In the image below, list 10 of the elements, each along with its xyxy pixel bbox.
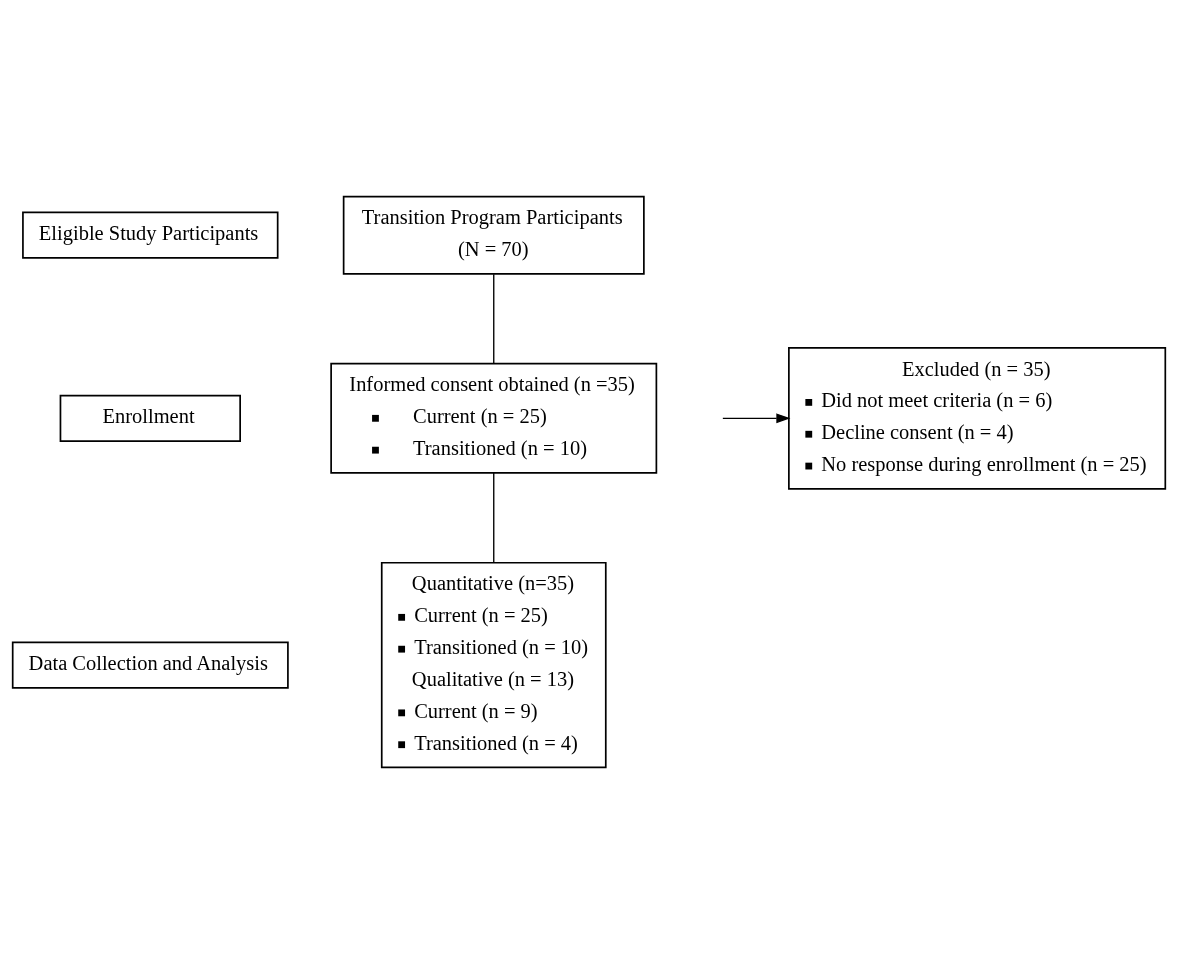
node-box: Eligible Study Participants: [22, 211, 279, 259]
node-box: Excluded (n = 35) Did not meet criteria (n = 6) Decline consent (n = 4) No response during enrollment (n = 25): [788, 346, 1167, 490]
node-box: Informed consent obtained (n =35) Current (n = 25) Transitioned (n = 10): [330, 362, 658, 474]
connector: [493, 273, 495, 364]
arrow: [722, 412, 791, 423]
node-box: Transition Program Participants (N = 70): [342, 195, 645, 275]
node-box: Enrollment: [59, 394, 241, 442]
connector: [493, 471, 495, 563]
node-box: Quantitative (n=35) Current (n = 25) Transitioned (n = 10) Qualitative (n = 13) Current (n = 9) Transitioned (n = 4): [380, 561, 607, 768]
node-box: Data Collection and Analysis: [11, 641, 289, 689]
